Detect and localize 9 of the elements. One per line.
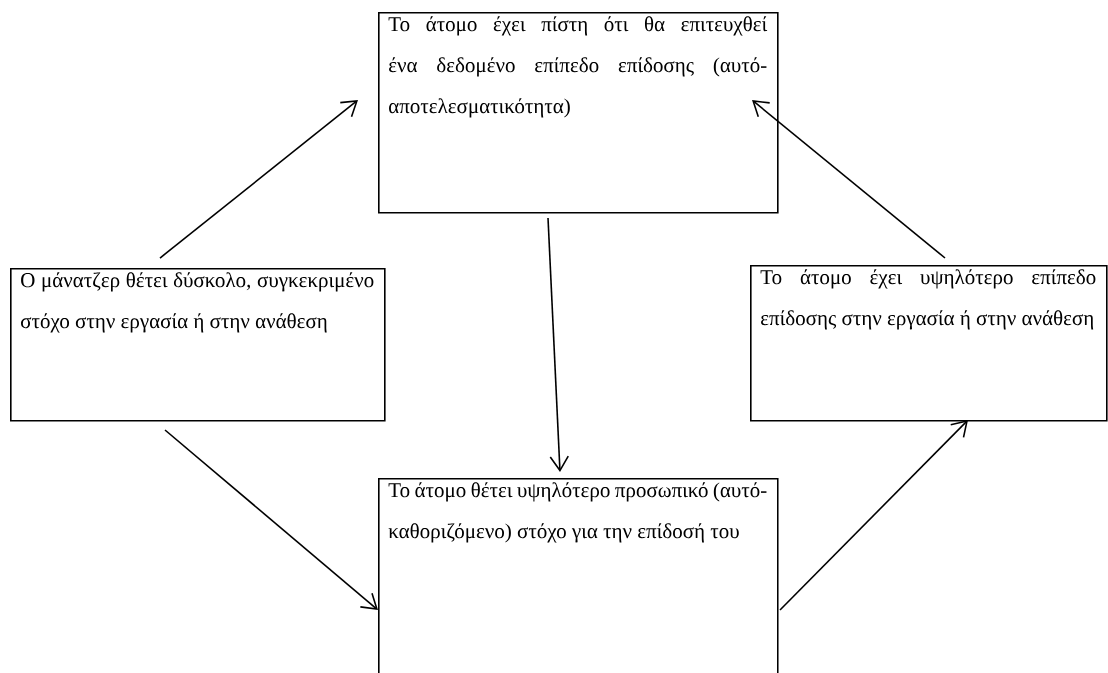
text-box: Ο μάνατζερ θέτει δύσκολο, συγκεκριμένο στόχο στην εργασία ή στην ανάθεση	[10, 268, 386, 422]
text-box: Το άτομο έχει υψηλότερο επίπεδο επίδοσης στην εργασία ή στην ανάθεση	[750, 265, 1108, 422]
arrow	[779, 420, 968, 611]
arrow	[547, 217, 570, 472]
arrow	[159, 100, 358, 259]
arrow	[752, 100, 946, 259]
arrow	[164, 429, 378, 610]
text-box: Το άτομο έχει πίστη ότι θα επιτευχθεί ένα δεδομένο επίπεδο επίδοσης (αυτό-αποτελεσματικότητα)	[378, 12, 779, 214]
text-box: Το άτομο θέτει υψηλότερο προσωπικό (αυτό-καθοριζόμενο) στόχο για την επίδοσή του	[378, 478, 779, 673]
